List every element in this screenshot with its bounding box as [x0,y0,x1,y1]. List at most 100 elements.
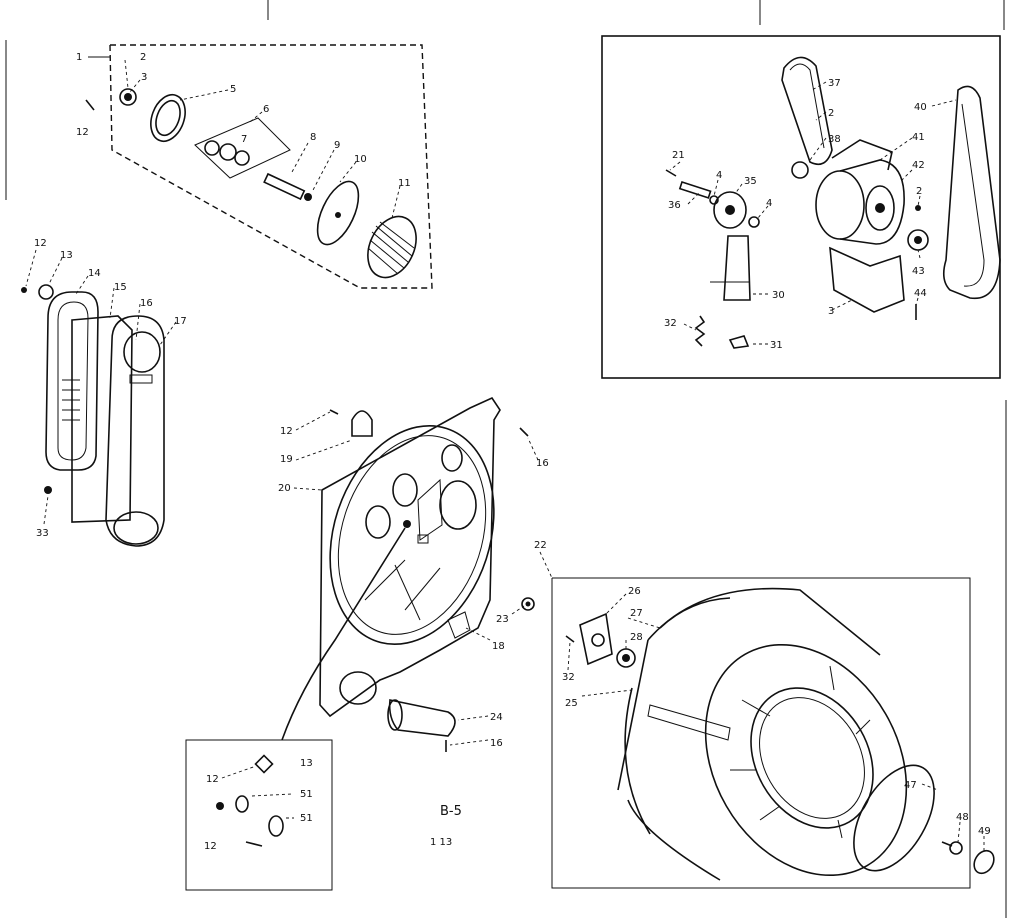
part-label: 48 [956,812,969,823]
screw-part [245,841,263,847]
drum-seal-part [659,597,731,629]
part-label: 2 [828,108,834,119]
housing-plate-part [71,315,133,523]
housing-inlet [123,331,161,373]
panel-drum-ring [329,424,495,646]
drum-assembly-group: 22 26 27 28 32 25 47 48 49 [534,540,995,889]
panel-hole [392,473,418,507]
washer-part [709,195,719,205]
hardware-detail-box [185,739,333,891]
part-label: 14 [88,268,101,279]
nut-part [119,88,137,106]
part-label: 19 [280,454,293,465]
panel-bracket [417,478,443,541]
seal-ring-part [150,93,186,143]
part-label: 9 [334,140,340,151]
part-label: 16 [140,298,153,309]
part-label: 1 [76,52,82,63]
part-label: 8 [310,132,316,143]
grommet-part [268,815,284,837]
part-label: 47 [904,780,917,791]
bearing-part [219,143,237,161]
housing-slot [129,374,153,384]
part-label: 12 [76,127,89,138]
drum-roller-part [973,849,995,875]
part-label: 26 [628,586,641,597]
bearing-kit-outline [194,117,291,179]
part-label: 32 [562,672,575,683]
part-label: 7 [241,134,247,145]
panel-hole [441,444,463,472]
blower-housing-part [105,315,165,547]
part-label: 16 [490,738,503,749]
washer-part [304,193,312,201]
drum-seal-ring-part [853,764,935,872]
part-label: 24 [490,712,503,723]
part-label: 40 [914,102,927,113]
roller-part [949,841,963,855]
housing-cover-part [45,291,99,471]
rear-panel-part [319,396,501,718]
part-label: 33 [36,528,49,539]
bearing-bracket-part [579,612,613,666]
housing-outlet [113,511,159,545]
grommet-part [235,795,249,813]
part-label: 4 [766,198,772,209]
screw-part [329,409,339,415]
part-label: 16 [536,458,549,469]
idler-pulley-part [713,191,747,229]
part-label: 22 [534,540,547,551]
bearing-part [204,140,220,156]
drum-part [617,587,908,881]
screw-part [85,99,95,111]
part-label: 30 [772,290,785,301]
part-label: 12 [280,426,293,437]
hardware-detail-group: 12 13 51 51 12 [185,739,333,891]
part-label: 32 [664,318,677,329]
part-label: 27 [630,608,643,619]
part-label: 3 [141,72,147,83]
screw-part [216,802,224,810]
part-label: 43 [912,266,925,277]
screw-part [21,287,27,293]
motor-assembly-group: 37 2 38 41 40 21 4 35 36 4 42 2 43 44 30… [601,35,1001,379]
part-label: 38 [828,134,841,145]
belt-part [942,85,1001,300]
part-label: 20 [278,483,291,494]
drum-assembly-box [551,577,971,889]
part-label: 13 [300,758,313,769]
part-label: 51 [300,813,313,824]
idler-spring-part [694,315,706,347]
part-label: 49 [978,826,991,837]
seal-ring-part [155,99,181,137]
panel-tab [417,534,429,544]
part-label: 12 [204,841,217,852]
screw-part [44,486,52,494]
part-label: 51 [300,789,313,800]
panel-hole [365,505,391,539]
motor-assembly-box [601,35,1001,379]
part-label: 2 [916,186,922,197]
blower-housing-group: 12 13 14 15 16 17 33 [21,238,187,547]
part-label: 3 [828,306,834,317]
idler-arm-part [723,235,751,301]
nut-part [124,93,132,101]
part-label: 13 [60,250,73,261]
bearing-part [521,597,535,611]
panel-hole [439,480,477,530]
blower-assembly-group: 1 2 3 5 6 7 8 9 10 11 12 [76,44,433,289]
screw-part [915,205,921,211]
part-label: 6 [263,104,269,115]
washer-part [748,216,760,228]
part-label: 11 [398,178,411,189]
part-label: 41 [912,132,925,143]
part-label: 36 [668,200,681,211]
part-label: 42 [912,160,925,171]
part-label: 21 [672,150,685,161]
part-label: 12 [34,238,47,249]
motor-mount-part [829,246,905,313]
page-code: B-5 [440,804,462,819]
part-label: 31 [770,340,783,351]
panel-shaft-center [403,520,411,528]
part-label: 4 [716,170,722,181]
